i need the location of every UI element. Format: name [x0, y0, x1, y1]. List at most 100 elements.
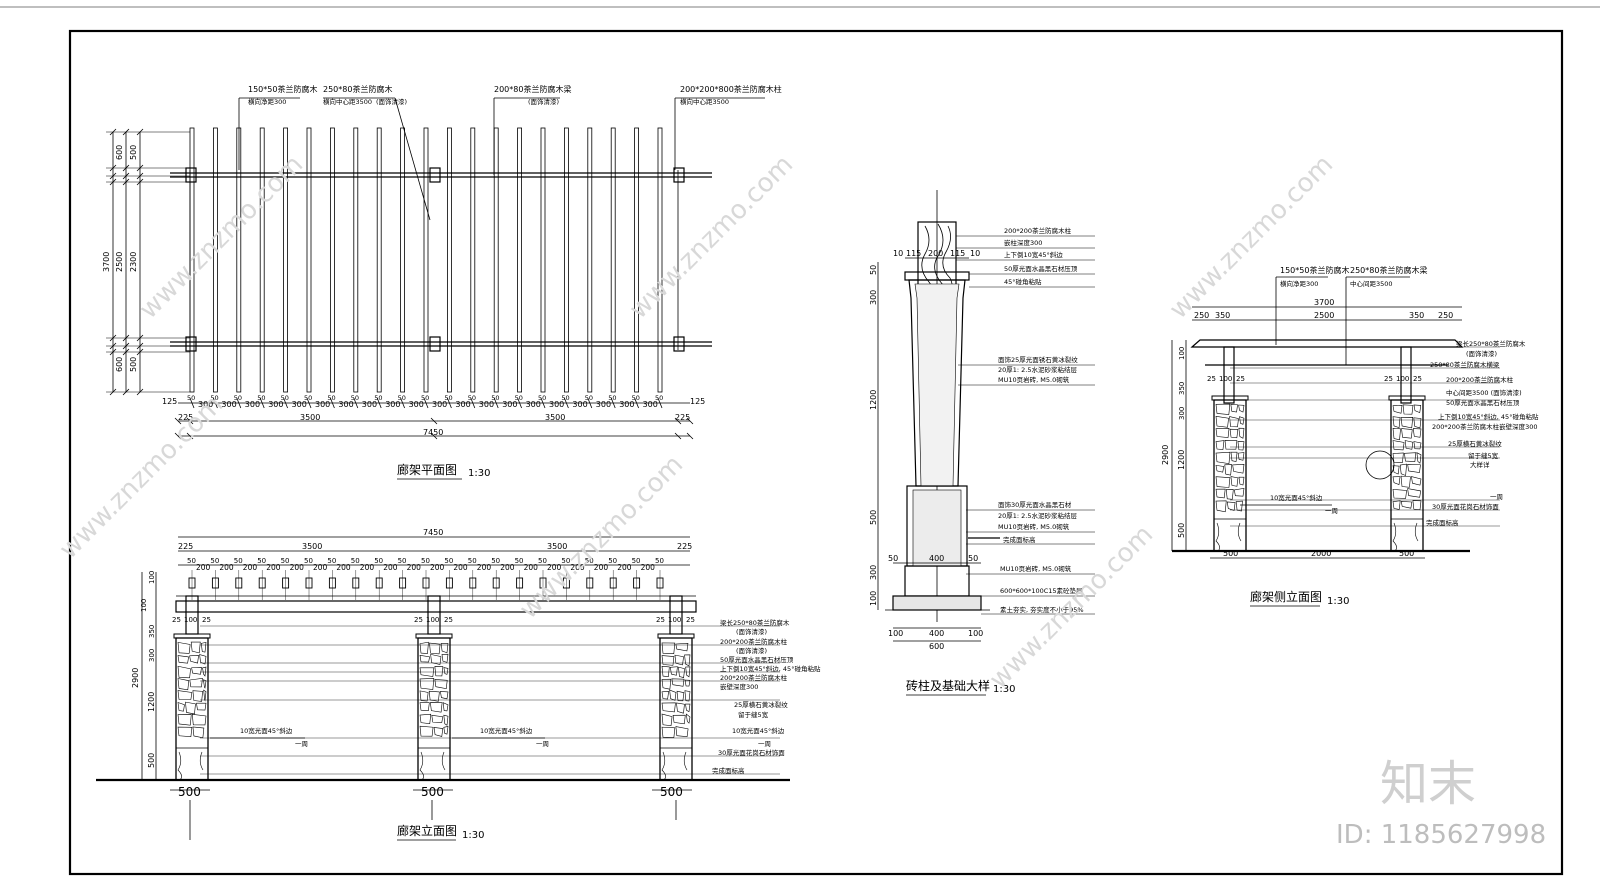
elev-dim-label-50: 50 — [234, 557, 243, 565]
plan-dim-tick — [447, 397, 452, 409]
elev-pier-stone — [661, 691, 669, 700]
side-pier-stone — [1413, 441, 1422, 450]
elev-dim-label-50: 50 — [304, 557, 313, 565]
elev-pier-stone — [672, 714, 686, 725]
elev-col-dim: 100 — [184, 616, 197, 624]
side-pier-stone — [1238, 427, 1245, 439]
plan-rafter — [306, 127, 312, 393]
elev-pier-stone — [443, 726, 449, 735]
elev-left-100b: 100 — [140, 599, 148, 612]
side-pier-stone — [1402, 404, 1414, 415]
detail-bot-400b: 400 — [929, 629, 944, 638]
plan-rafter — [446, 127, 452, 393]
elev-col-dim: 25 — [656, 616, 665, 624]
elev-mid-label-2a: 10宽光面45°斜边 — [480, 726, 533, 735]
plan-dim-tick — [587, 397, 593, 409]
elev-label-2: 200*200茶兰防腐木柱 — [720, 637, 788, 646]
elev-dim-label-50: 50 — [608, 557, 617, 565]
plan-rafter — [540, 127, 546, 393]
detail-top-115b: 115 — [950, 249, 965, 258]
elev-col-dim: 25 — [202, 616, 211, 624]
elev-dim-label-200: 200 — [617, 563, 632, 572]
elev-pier-stone — [661, 702, 676, 713]
elev-pier-stone — [428, 690, 440, 702]
detail-title: 砖柱及基础大样 — [906, 678, 990, 693]
elev-pier-stone — [675, 642, 689, 652]
side-pier-stone — [1233, 487, 1245, 497]
side-pier-grain — [1215, 522, 1220, 552]
elev-dim-label-50: 50 — [444, 557, 453, 565]
side-label-9: 留于缝5宽 — [1468, 451, 1499, 460]
side-pier-stone — [1392, 405, 1403, 414]
plan-dim-label-50: 50 — [491, 394, 499, 402]
elev-bottom-500-1: 500 — [178, 785, 201, 799]
elev-pier-stone — [177, 726, 193, 738]
plan-callout-4-line1: 200*200*800茶兰防腐木柱 — [680, 84, 782, 94]
plan-callout-2-line3: (面饰清漆) — [376, 97, 407, 106]
elev-label-4: 50厚光面水晶黑石材压顶 — [720, 655, 794, 664]
plan-dim-label-50: 50 — [374, 394, 382, 402]
elev-pier-stone — [177, 702, 185, 712]
elev-label-12: 30厚光面花岗石材饰面 — [718, 748, 785, 757]
plan-dim-3500-right: 3500 — [545, 413, 565, 422]
detail-label-10: MU10页岩砖, M5.0砌筑 — [998, 522, 1070, 531]
detail-bot-100a: 100 — [888, 629, 903, 638]
plan-dim-label-50: 50 — [398, 394, 406, 402]
plan-dim-label-300: 300 — [221, 400, 236, 409]
elev-pier-cap — [173, 633, 211, 639]
side-pier-stone — [1235, 500, 1243, 512]
detail-bot-50b: 50 — [968, 554, 978, 563]
side-label-10: 大样详 — [1470, 460, 1490, 469]
detail-label-0: 200*200茶兰防腐木柱 — [1004, 226, 1072, 235]
elev-dim-label-50: 50 — [327, 557, 336, 565]
elev-pier-stone — [200, 642, 207, 653]
column-detail: 10 115 200 115 10 50 300 1200 500 300 10… — [869, 190, 1095, 696]
plan-callout-2-line2: 横向中心距3500 — [323, 97, 372, 106]
side-pier-stone — [1215, 500, 1227, 513]
plan-dim-tick — [540, 397, 546, 409]
plan-dim-7450: 7450 — [423, 428, 443, 437]
plan-dim-label-300: 300 — [362, 400, 377, 409]
elev-pier-stone — [419, 654, 430, 663]
elev-dim-label-50: 50 — [281, 557, 290, 565]
side-pier-stone — [1404, 452, 1417, 462]
elev-pier-stone — [185, 701, 196, 715]
plan-dim-tick — [493, 397, 499, 409]
elev-mid-label-1a: 10宽光面45°斜边 — [240, 726, 293, 735]
elev-pier-stone — [430, 702, 443, 713]
elev-pier-stone — [177, 690, 193, 700]
elev-dim-label-50: 50 — [468, 557, 477, 565]
plan-dim-label-50: 50 — [187, 394, 195, 402]
elev-pier-stone — [661, 713, 673, 726]
detail-label-7: MU10页岩砖, M5.0砌筑 — [998, 375, 1070, 384]
plan-dim-tick — [423, 397, 429, 409]
elev-pier-stone — [191, 667, 202, 675]
elev-left-2900: 2900 — [131, 668, 140, 688]
plan-dim-label-50: 50 — [444, 394, 452, 402]
plan-rafter — [610, 127, 616, 393]
side-top-250a: 250 — [1194, 311, 1209, 320]
elev-pier-stone — [203, 689, 207, 702]
plan-rafter — [189, 127, 195, 393]
plan-dim-tick — [259, 397, 265, 409]
elev-dim-7450: 7450 — [423, 528, 443, 537]
detail-left-500: 500 — [869, 510, 878, 525]
elev-pier-stone — [177, 678, 190, 691]
side-left-300: 300 — [1178, 407, 1186, 420]
elev-pier-stone — [440, 643, 449, 654]
side-top-350b: 350 — [1409, 311, 1424, 320]
plan-dim-500-bot: 500 — [129, 357, 138, 372]
elev-dim-label-50: 50 — [421, 557, 430, 565]
elev-pier-stone — [434, 679, 448, 689]
elev-pier-stone — [190, 641, 201, 654]
detail-left-300b: 300 — [869, 565, 878, 580]
side-pier-stone — [1215, 440, 1225, 450]
plan-dim-label-300: 300 — [432, 400, 447, 409]
elev-pier-stone — [661, 666, 670, 678]
elev-pier-grain — [661, 751, 666, 781]
elev-pier-grain — [177, 751, 182, 781]
plan-dim-tick — [353, 397, 359, 409]
plan-title: 廊架平面图 — [397, 462, 457, 477]
elev-dim-label-200: 200 — [570, 563, 585, 572]
